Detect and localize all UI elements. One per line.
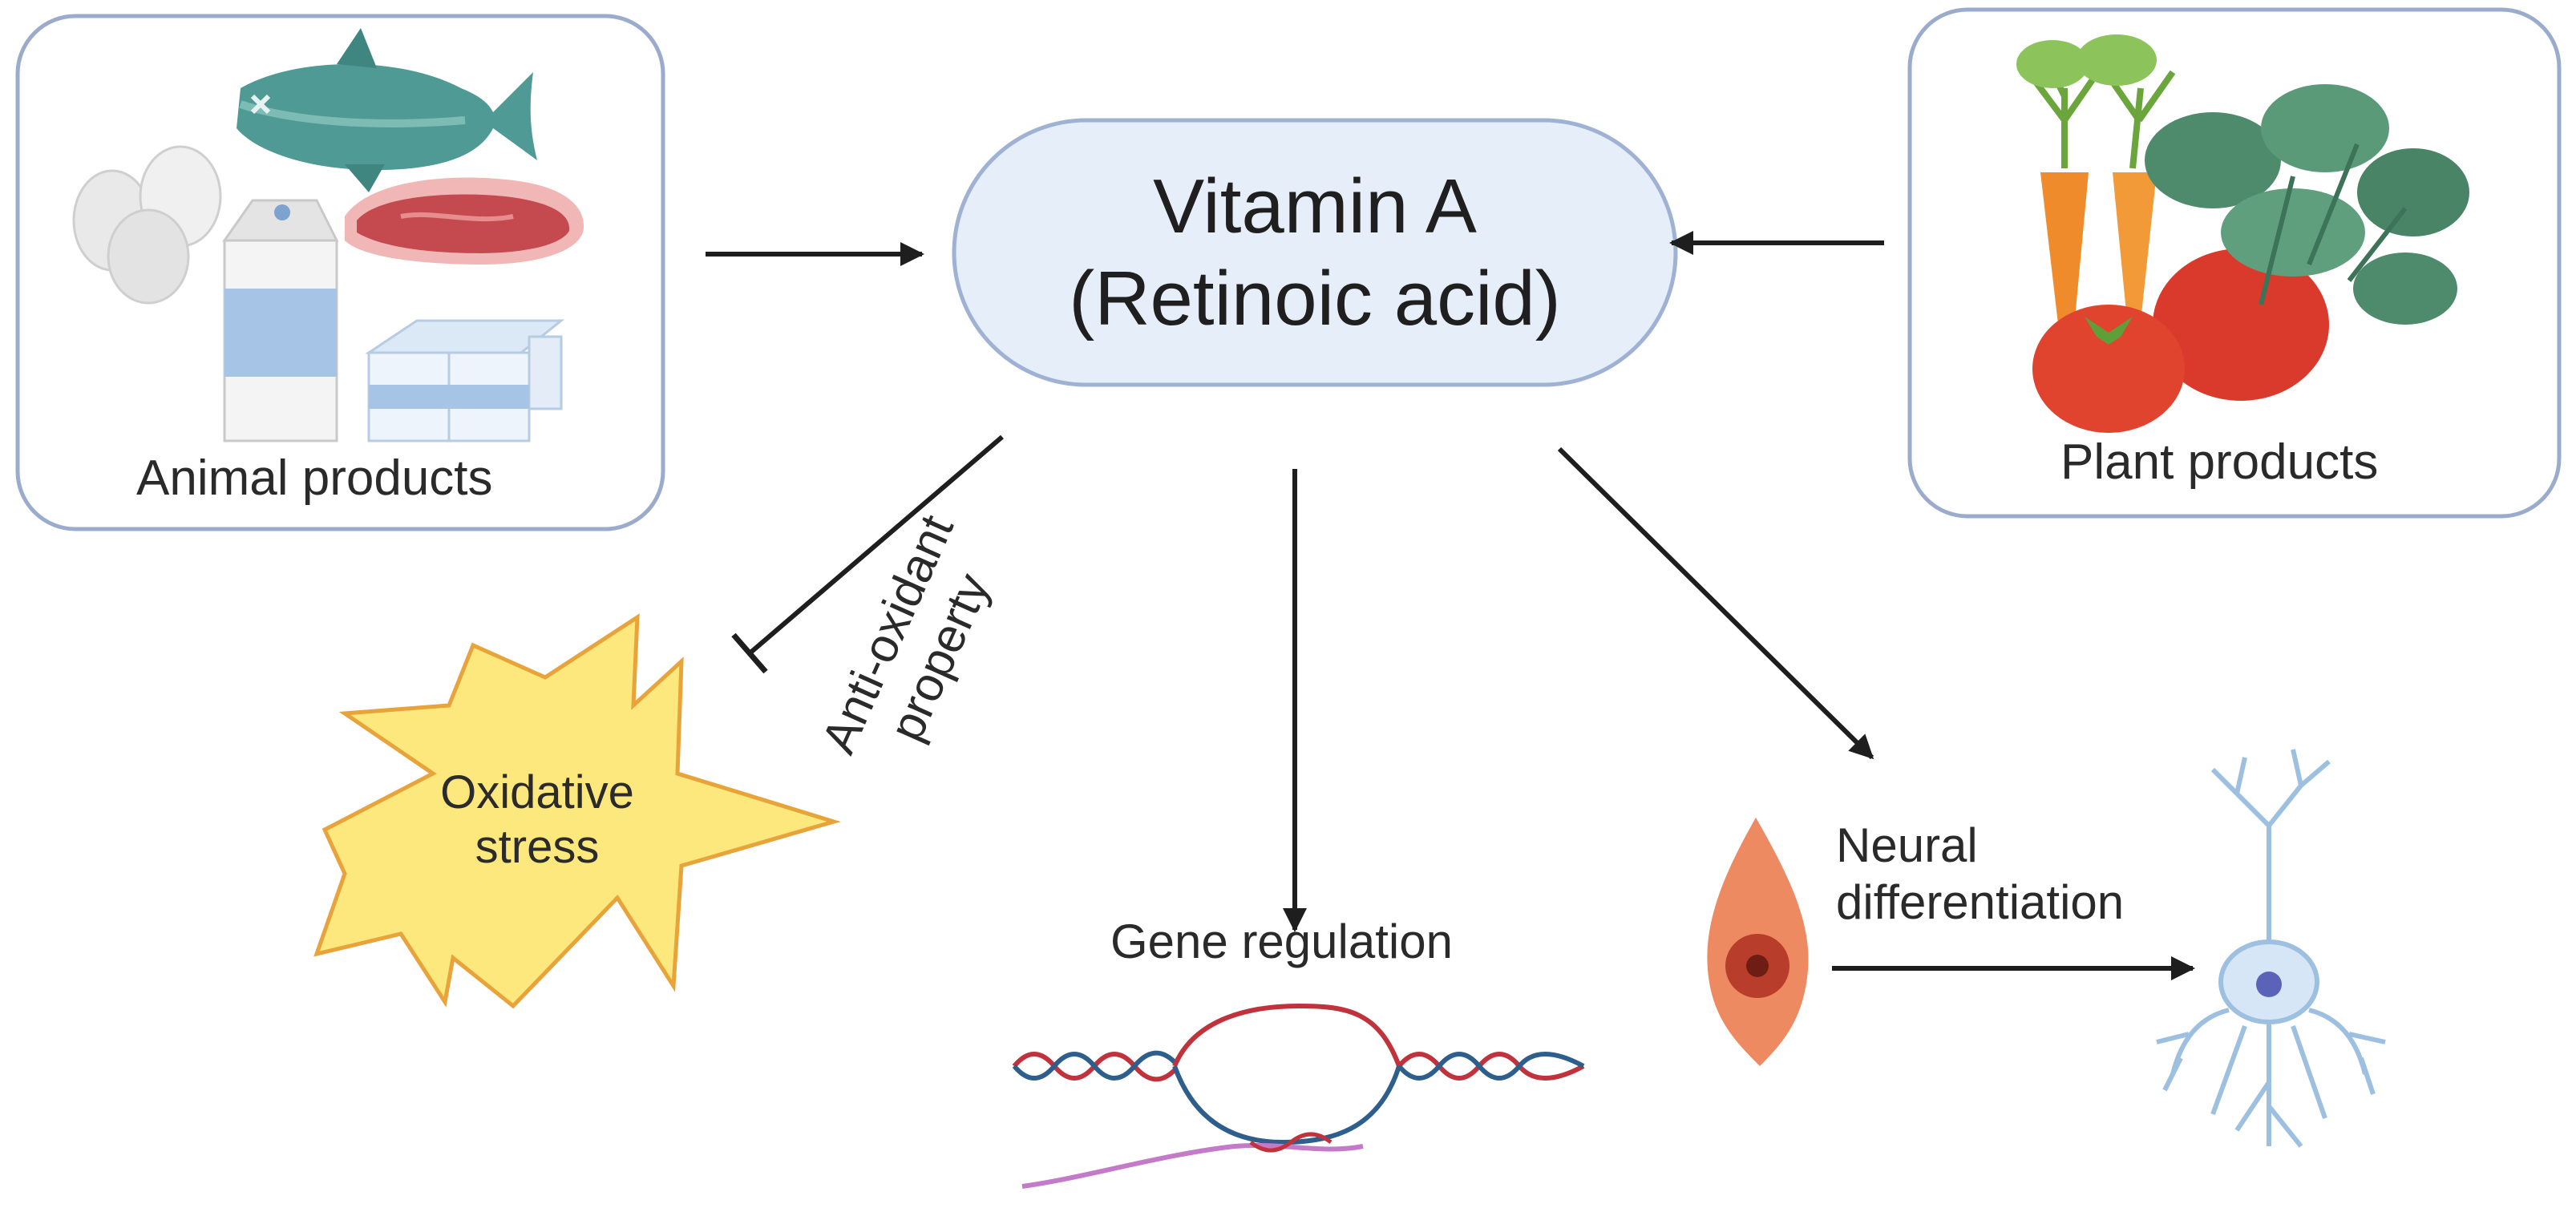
animal-products-label: Animal products (136, 450, 493, 506)
leafy-greens-icon (2145, 84, 2469, 325)
inhibition-vitamin-to-stress (731, 434, 1004, 674)
fish-icon (237, 28, 537, 192)
neural-line1: Neural (1836, 818, 1978, 872)
oxidative-stress-label: Oxidative stress (377, 766, 698, 875)
neuron-icon (2156, 749, 2386, 1148)
gene-regulation-label: Gene regulation (1110, 915, 1453, 968)
neural-differentiation-label: Neural differentiation (1836, 818, 2124, 931)
carrot-icon (2016, 34, 2176, 345)
eggs-icon (72, 145, 222, 305)
vitamin-a-line2: (Retinoic acid) (1069, 256, 1561, 341)
vitamin-a-label: Vitamin A (Retinoic acid) (954, 120, 1676, 385)
milk-carton-icon (222, 199, 339, 442)
vitamin-a-line1: Vitamin A (1153, 163, 1477, 249)
neural-line2: differentiation (1836, 875, 2125, 929)
neuron-nucleus (2256, 972, 2282, 997)
meat-icon (345, 177, 584, 265)
yogurt-icon (365, 319, 565, 442)
oxidative-stress-line2: stress (475, 821, 600, 874)
progenitor-cell-icon (1707, 818, 1809, 1066)
dna-icon (1012, 1003, 1585, 1189)
oxidative-stress-line1: Oxidative (440, 766, 634, 818)
tomato-icon (2032, 248, 2329, 433)
plant-products-label: Plant products (2060, 434, 2379, 490)
arrow-vitamin-to-neural (1557, 446, 1874, 760)
oxidative-stress-star (313, 613, 841, 1009)
